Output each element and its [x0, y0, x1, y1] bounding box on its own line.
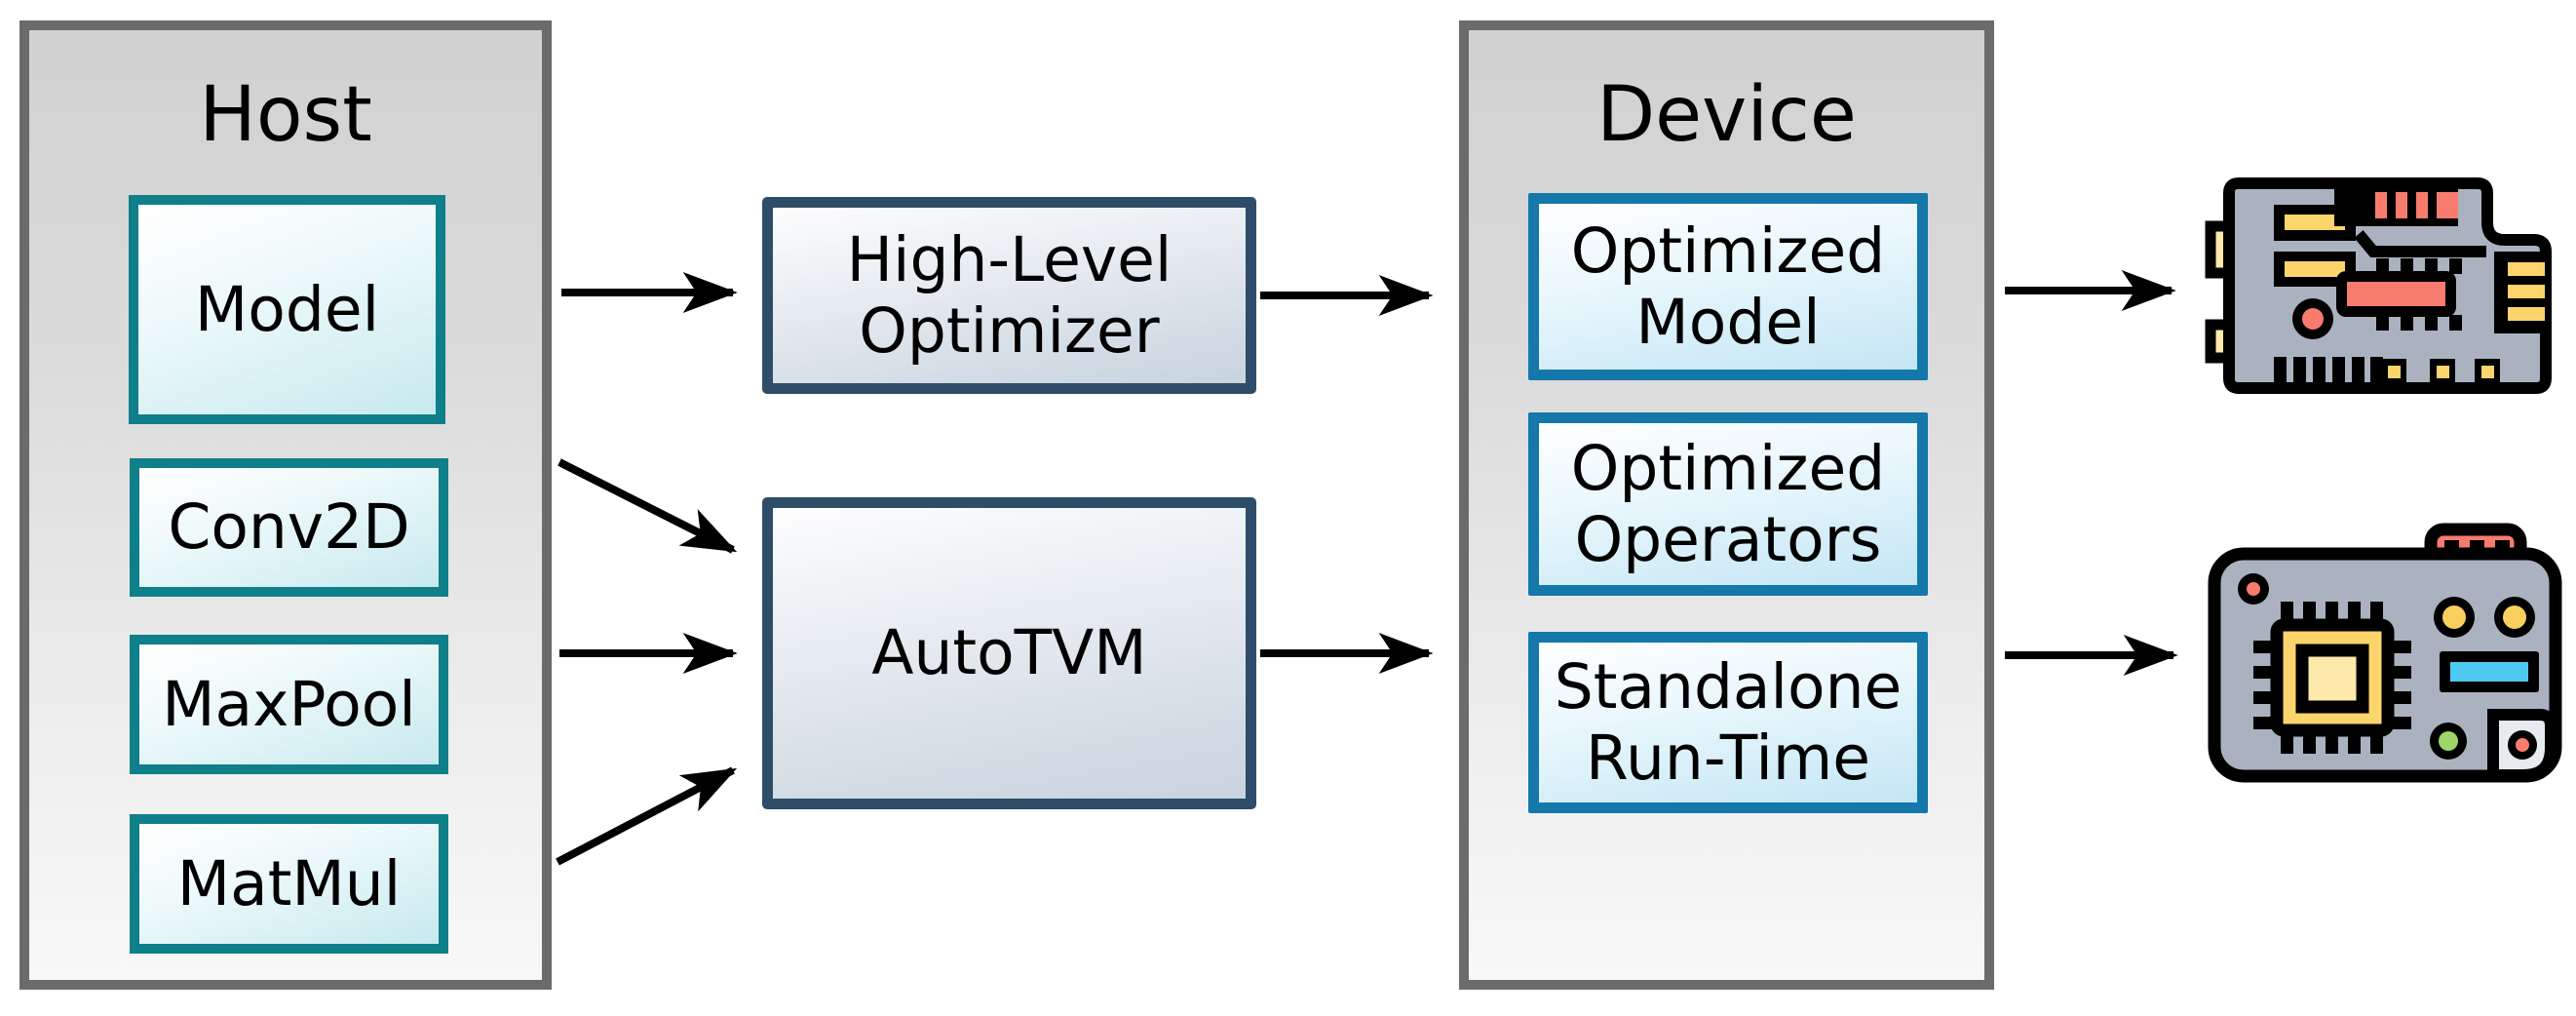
node-standalone-runtime-label: Standalone Run-Time — [1554, 650, 1903, 794]
arrow-conv2d-to-autotvm — [557, 458, 738, 554]
node-optimized-model-label: Optimized Model — [1570, 215, 1886, 358]
node-optimized-operators: Optimized Operators — [1528, 412, 1928, 596]
pcb-ic-pin — [2425, 258, 2438, 274]
pcb-trace — [2354, 230, 2486, 257]
pcb-slot-bar-1 — [2285, 215, 2345, 230]
node-high-level-optimizer-label: High-Level Optimizer — [846, 223, 1173, 367]
node-model-label: Model — [194, 273, 380, 345]
pcb-slot-bar-2 — [2285, 261, 2345, 277]
device-container: Device Optimized Model Optimized Operato… — [1459, 20, 1994, 990]
pcb-pin — [2416, 192, 2428, 218]
arrow-matmul-to-autotvm — [556, 766, 738, 866]
pcb-pin — [2396, 192, 2407, 218]
pcb-pin — [2437, 192, 2448, 218]
mcu-led-dot — [2247, 582, 2260, 596]
pcb-edge-bar — [2508, 285, 2545, 298]
mcu-display — [2450, 662, 2528, 682]
mcu-reset-dot — [2516, 738, 2529, 752]
pcb-bottom-pin — [2313, 357, 2326, 386]
host-title: Host — [199, 71, 372, 159]
node-autotvm-label: AutoTVM — [871, 617, 1147, 689]
node-autotvm: AutoTVM — [762, 497, 1256, 809]
pcb-capacitor-dot — [2302, 308, 2324, 330]
pcb-bottom-pin — [2352, 357, 2365, 386]
node-conv2d-label: Conv2D — [168, 491, 410, 564]
pcb-bottom-pin — [2332, 357, 2345, 386]
pcb-ic-pin — [2376, 315, 2389, 331]
circuit-board-icon — [2205, 177, 2552, 394]
pcb-ic-pin — [2376, 258, 2389, 274]
device-title: Device — [1596, 71, 1857, 159]
node-optimized-model: Optimized Model — [1528, 193, 1928, 380]
node-maxpool: MaxPool — [130, 635, 448, 774]
pcb-pin — [2375, 192, 2387, 218]
host-container: Host Model Conv2D MaxPool MatMul — [19, 20, 552, 990]
pcb-edge-bar — [2508, 307, 2545, 321]
pcb-pin — [2446, 192, 2458, 218]
pcb-pad — [2437, 366, 2449, 378]
node-optimized-operators-label: Optimized Operators — [1570, 432, 1886, 575]
mcu-cpu-core — [2295, 644, 2369, 714]
node-conv2d: Conv2D — [130, 458, 448, 597]
mcu-button — [2442, 606, 2466, 629]
pcb-ic-core — [2347, 282, 2445, 306]
pcb-ic-pin — [2449, 258, 2462, 274]
pcb-edge-bar — [2508, 262, 2545, 276]
node-standalone-runtime: Standalone Run-Time — [1528, 632, 1928, 813]
mcu-button — [2503, 606, 2526, 629]
pcb-ic-pin — [2425, 315, 2438, 331]
pcb-pad — [2388, 366, 2401, 378]
mcu-led-green — [2439, 731, 2458, 751]
pcb-ic-pin — [2401, 258, 2413, 274]
pcb-bottom-pin — [2293, 357, 2306, 386]
node-matmul-label: MatMul — [176, 847, 402, 919]
node-model: Model — [129, 195, 445, 424]
node-matmul: MatMul — [130, 814, 448, 954]
pcb-pad — [2481, 366, 2494, 378]
node-maxpool-label: MaxPool — [162, 668, 416, 740]
pcb-ic-pin — [2449, 315, 2462, 331]
node-high-level-optimizer: High-Level Optimizer — [762, 197, 1256, 394]
pcb-bottom-pin — [2274, 357, 2287, 386]
pcb-ic-pin — [2401, 315, 2413, 331]
microcontroller-board-icon — [2208, 523, 2562, 783]
pcb-bottom-pin — [2370, 357, 2383, 386]
